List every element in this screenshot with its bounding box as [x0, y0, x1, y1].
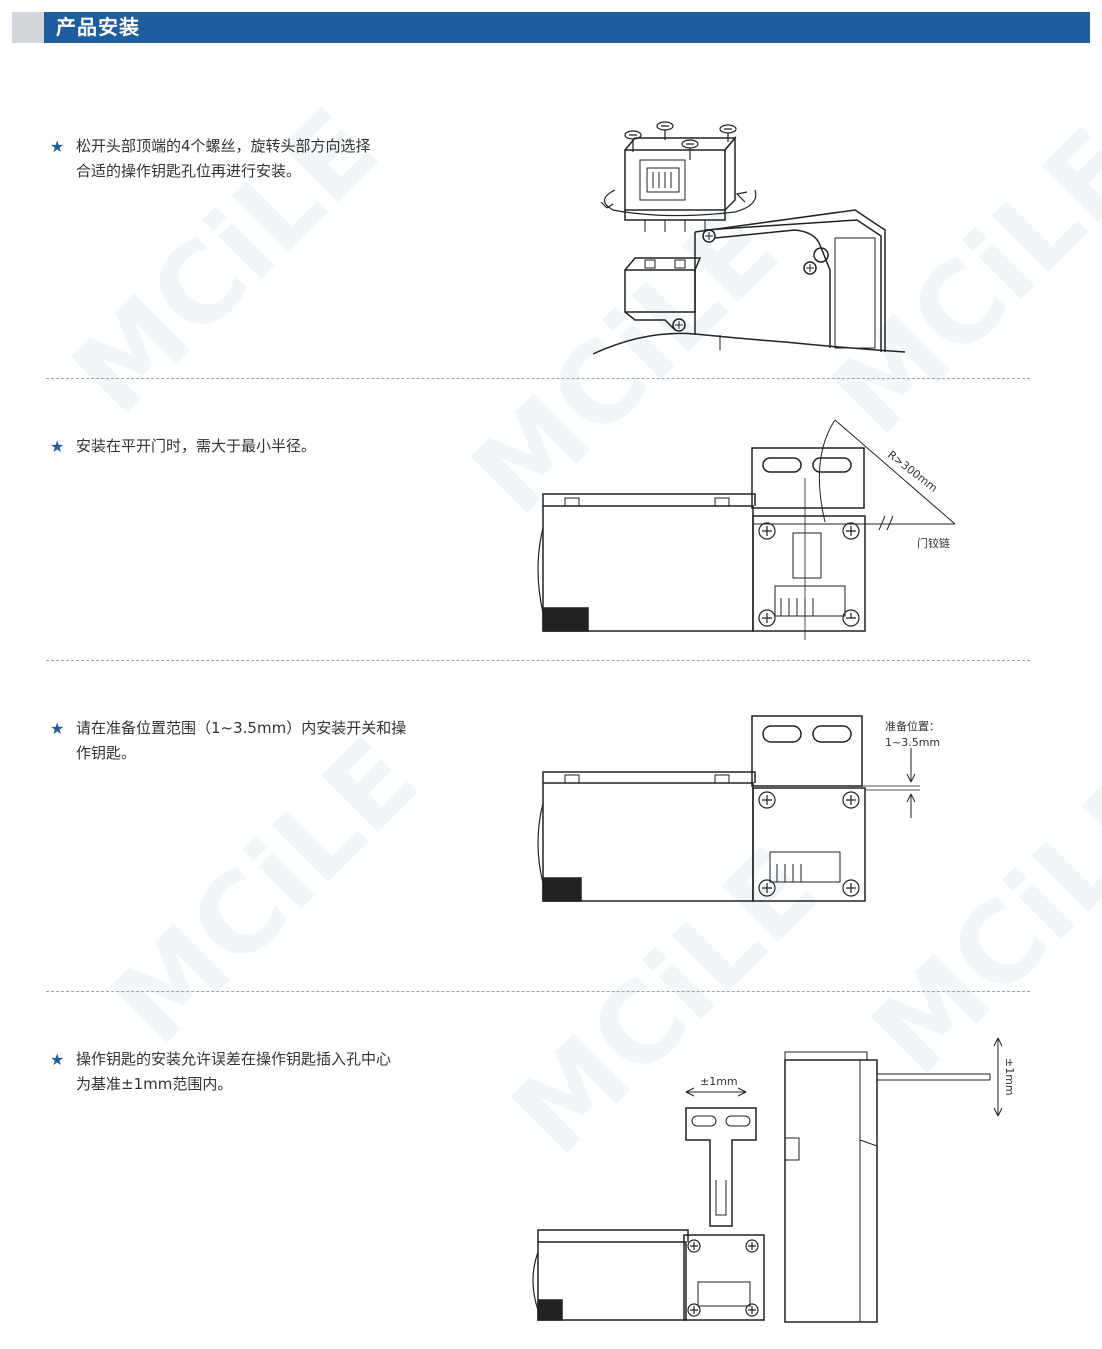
figure-ready-position: 准备位置： 1~3.5mm — [525, 708, 975, 908]
radius-label: R>300mm — [885, 448, 940, 495]
step-1: ★ 松开头部顶端的4个螺丝，旋转头部方向选择 合适的操作钥匙孔位再进行安装。 — [50, 134, 371, 184]
header-accent-strip — [12, 12, 44, 43]
step-3: ★ 请在准备位置范围（1~3.5mm）内安装开关和操 作钥匙。 — [50, 716, 406, 766]
step-2: ★ 安装在平开门时，需大于最小半径。 — [50, 434, 316, 459]
horizontal-tolerance: ±1mm — [700, 1075, 738, 1088]
figure-tolerance: ±1mm ±1mm — [520, 1030, 1030, 1330]
range-label-line2: 1~3.5mm — [885, 736, 940, 749]
watermark-text: MCiLE — [88, 714, 442, 1068]
star-icon: ★ — [50, 437, 65, 456]
step-2-text: 安装在平开门时，需大于最小半径。 — [76, 437, 317, 455]
hinge-label: 门铰链 — [917, 536, 950, 550]
separator — [46, 660, 1030, 661]
step-3-text: 请在准备位置范围（1~3.5mm）内安装开关和操 作钥匙。 — [76, 719, 407, 762]
star-icon: ★ — [50, 719, 65, 738]
step-4-text: 操作钥匙的安装允许误差在操作钥匙插入孔中心 为基准±1mm范围内。 — [76, 1050, 392, 1093]
figure-rotate-head — [585, 120, 915, 360]
separator — [46, 991, 1030, 992]
star-icon: ★ — [50, 1050, 65, 1069]
star-icon: ★ — [50, 137, 65, 156]
section-title: 产品安装 — [56, 15, 140, 39]
separator — [46, 378, 1030, 379]
vertical-tolerance: ±1mm — [1003, 1058, 1016, 1096]
step-4: ★ 操作钥匙的安装允许误差在操作钥匙插入孔中心 为基准±1mm范围内。 — [50, 1047, 391, 1097]
section-header: 产品安装 — [44, 12, 1090, 43]
step-1-text: 松开头部顶端的4个螺丝，旋转头部方向选择 合适的操作钥匙孔位再进行安装。 — [76, 137, 371, 180]
range-label-line1: 准备位置： — [885, 719, 940, 733]
figure-hinge-radius: R>300mm 门铰链 — [525, 418, 975, 648]
